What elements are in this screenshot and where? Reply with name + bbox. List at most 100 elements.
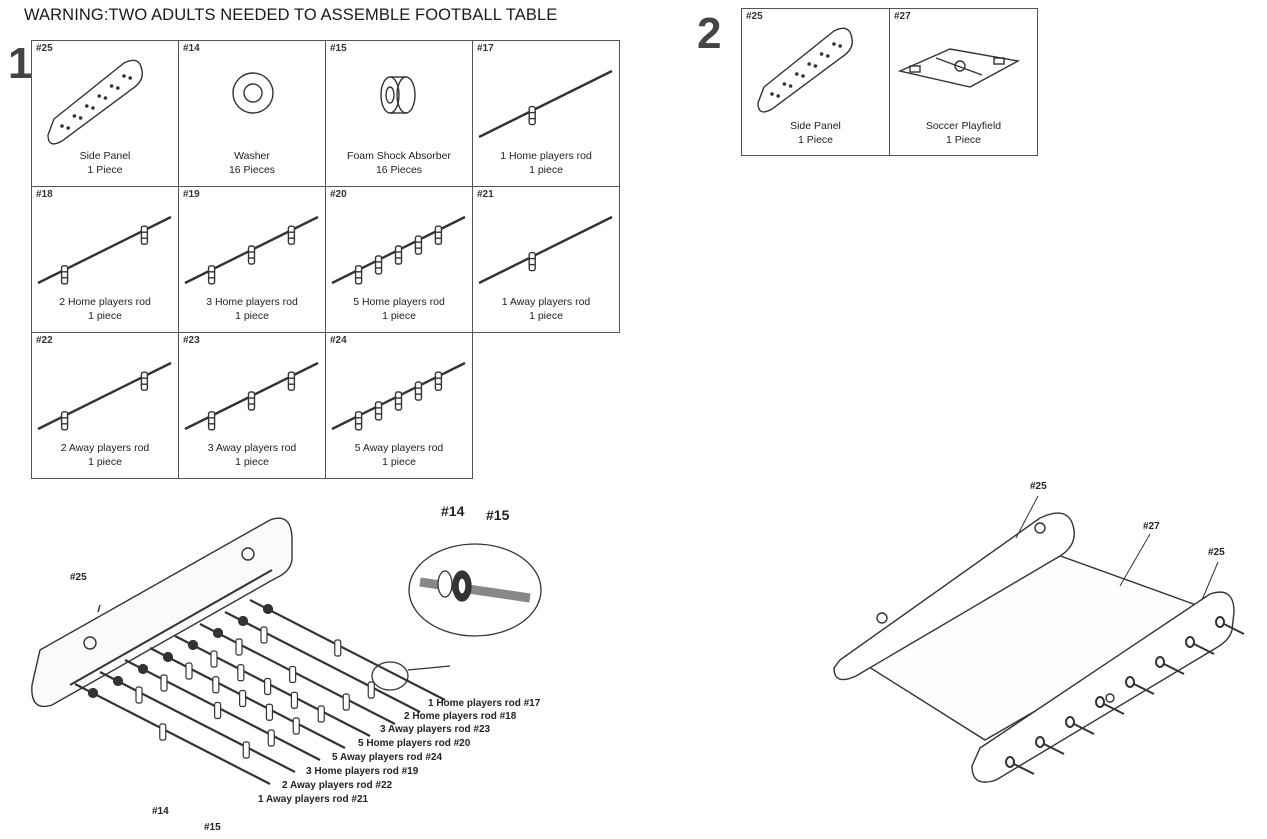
part-name: 3 Away players rod (207, 442, 297, 454)
part-number: #19 (183, 189, 200, 200)
part-name: 1 Home players rod (500, 150, 592, 162)
player-figure (292, 717, 300, 735)
part-cell: #21 1 Away players rod 1 piece (472, 186, 620, 333)
part-quantity: 1 piece (235, 310, 269, 322)
rod-bushing (1125, 676, 1135, 688)
player-figure (260, 626, 268, 644)
part-number: #25 (36, 43, 53, 54)
part-illustration (897, 48, 1021, 88)
player-figure (212, 676, 220, 694)
player-figure (239, 689, 247, 708)
part-quantity: 1 piece (529, 310, 563, 322)
step-2-assembly-diagram (833, 495, 1245, 783)
diagram2-left-panel-label: #25 (1030, 481, 1047, 492)
washer-on-rod (187, 639, 199, 651)
part-number: #21 (477, 189, 494, 200)
part-illustration (478, 215, 613, 285)
washer-on-rod (212, 627, 224, 639)
washer-on-rod (137, 663, 149, 675)
part-name: 1 Away players rod (501, 296, 591, 308)
diagram1-washer-label: #14 (152, 806, 169, 817)
player-rod (74, 683, 271, 785)
part-number: #18 (36, 189, 53, 200)
part-name: 2 Away players rod (60, 442, 150, 454)
washer-on-rod (112, 675, 124, 687)
step-2-number: 2 (697, 9, 722, 58)
player-figure (160, 674, 168, 692)
part-caption: 3 Home players rod 1 piece (179, 295, 325, 323)
part-number: #20 (330, 189, 347, 200)
player-rod (99, 671, 296, 773)
part-name: 3 Home players rod (206, 296, 298, 308)
player-figure (264, 677, 272, 696)
part-number: #15 (330, 43, 347, 54)
part-caption: 2 Home players rod 1 piece (32, 295, 178, 323)
part-number: #25 (746, 11, 763, 22)
part-quantity: 1 piece (88, 310, 122, 322)
rod-label: 1 Away players rod #21 (258, 794, 369, 805)
part-name: Side Panel (790, 120, 841, 132)
player-figure (334, 639, 342, 657)
part-number: #17 (477, 43, 494, 54)
part-name: 5 Away players rod (354, 442, 444, 454)
player-figure (185, 662, 193, 680)
player-rod (224, 611, 421, 713)
player-figure (135, 686, 143, 704)
player-figure (265, 703, 274, 721)
player-figure (210, 650, 218, 668)
rod-label: 5 Away players rod #24 (332, 752, 443, 763)
player-rod (149, 647, 346, 749)
washer-on-rod (237, 615, 249, 627)
player-figure (289, 665, 297, 684)
part-illustration (757, 27, 853, 113)
rod-bushing (1155, 656, 1165, 668)
part-number: #24 (330, 335, 347, 346)
rod-label: 2 Away players rod #22 (282, 780, 393, 791)
player-figure (159, 723, 167, 741)
player-figure (317, 705, 325, 723)
part-quantity: 16 Pieces (228, 164, 276, 176)
diagram2-right-panel-label: #25 (1208, 547, 1225, 558)
part-illustration (184, 361, 319, 431)
part-cell: #19 3 Home players rod 1 piece (178, 186, 326, 333)
part-illustration (331, 215, 466, 285)
player-figure (342, 693, 350, 711)
part-illustration (37, 215, 172, 285)
part-illustration (37, 361, 172, 431)
zoom-washer-label: #14 (441, 503, 465, 519)
rod-label: 5 Home players rod #20 (358, 738, 471, 749)
rod-bushing (1005, 756, 1015, 768)
player-rod (124, 659, 321, 761)
player-figure (214, 701, 222, 720)
player-figure (242, 741, 250, 759)
player-rod (174, 635, 371, 737)
player-figure (237, 664, 245, 682)
rod-label: 3 Home players rod #19 (306, 766, 419, 777)
part-name: 2 Home players rod (59, 296, 151, 308)
part-name: Side Panel (79, 150, 131, 162)
washer-on-rod (87, 687, 99, 699)
diagram2-playfield-label: #27 (1143, 521, 1160, 532)
warning-text: WARNING:TWO ADULTS NEEDED TO ASSEMBLE FO… (24, 6, 558, 24)
rod-bushing (1065, 716, 1075, 728)
part-name: Soccer Playfield (925, 120, 1002, 132)
rod-bushing (1095, 696, 1105, 708)
rod-bushing (1215, 616, 1225, 628)
part-number: #14 (183, 43, 200, 54)
rod-label: 3 Away players rod #23 (380, 724, 491, 735)
washer-on-rod (162, 651, 174, 663)
